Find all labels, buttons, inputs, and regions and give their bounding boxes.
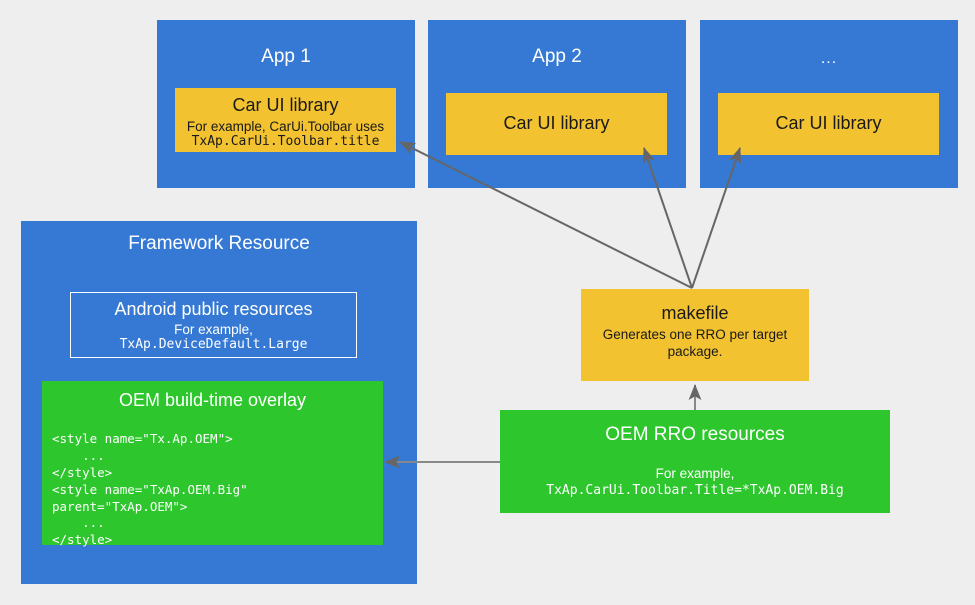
makefile-card: makefile Generates one RRO per target pa… xyxy=(581,289,809,381)
oem-rro-resources-sub: For example, xyxy=(655,466,735,481)
oem-rro-resources-title: OEM RRO resources xyxy=(605,424,785,445)
oem-build-time-overlay-code: <style name="Tx.Ap.OEM"> ... </style> <s… xyxy=(52,431,248,548)
car-ui-library-sub-1: For example, CarUi.Toolbar uses xyxy=(186,119,385,134)
car-ui-library-title-1: Car UI library xyxy=(232,95,339,115)
oem-rro-resources-code: TxAp.CarUi.Toolbar.Title=*TxAp.OEM.Big xyxy=(546,483,844,498)
car-ui-library-card-1: Car UI library For example, CarUi.Toolba… xyxy=(175,88,396,152)
oem-build-time-overlay-title: OEM build-time overlay xyxy=(118,390,307,410)
framework-resource-title: Framework Resource xyxy=(128,233,310,254)
app-card-2-title: App 2 xyxy=(532,46,582,67)
car-ui-library-title-3: Car UI library xyxy=(775,113,882,133)
makefile-title: makefile xyxy=(661,303,729,323)
oem-build-time-overlay-card: OEM build-time overlay <style name="Tx.A… xyxy=(42,381,383,547)
android-public-resources-code: TxAp.DeviceDefault.Large xyxy=(119,337,308,352)
makefile-sub: Generates one RRO per target package. xyxy=(602,327,788,359)
app-card-1-title: App 1 xyxy=(261,46,311,67)
android-public-resources-title: Android public resources xyxy=(114,299,313,319)
android-public-resources-card: Android public resources For example, Tx… xyxy=(70,292,357,358)
oem-rro-resources-card: OEM RRO resources For example, TxAp.CarU… xyxy=(500,410,890,513)
car-ui-library-title-2: Car UI library xyxy=(503,113,610,133)
car-ui-library-card-3: Car UI library xyxy=(718,93,939,155)
app-card-3-title: ... xyxy=(820,50,838,67)
android-public-resources-sub: For example, xyxy=(174,322,253,337)
car-ui-library-card-2: Car UI library xyxy=(446,93,667,155)
car-ui-library-code-1: TxAp.CarUi.Toolbar.title xyxy=(191,134,380,149)
